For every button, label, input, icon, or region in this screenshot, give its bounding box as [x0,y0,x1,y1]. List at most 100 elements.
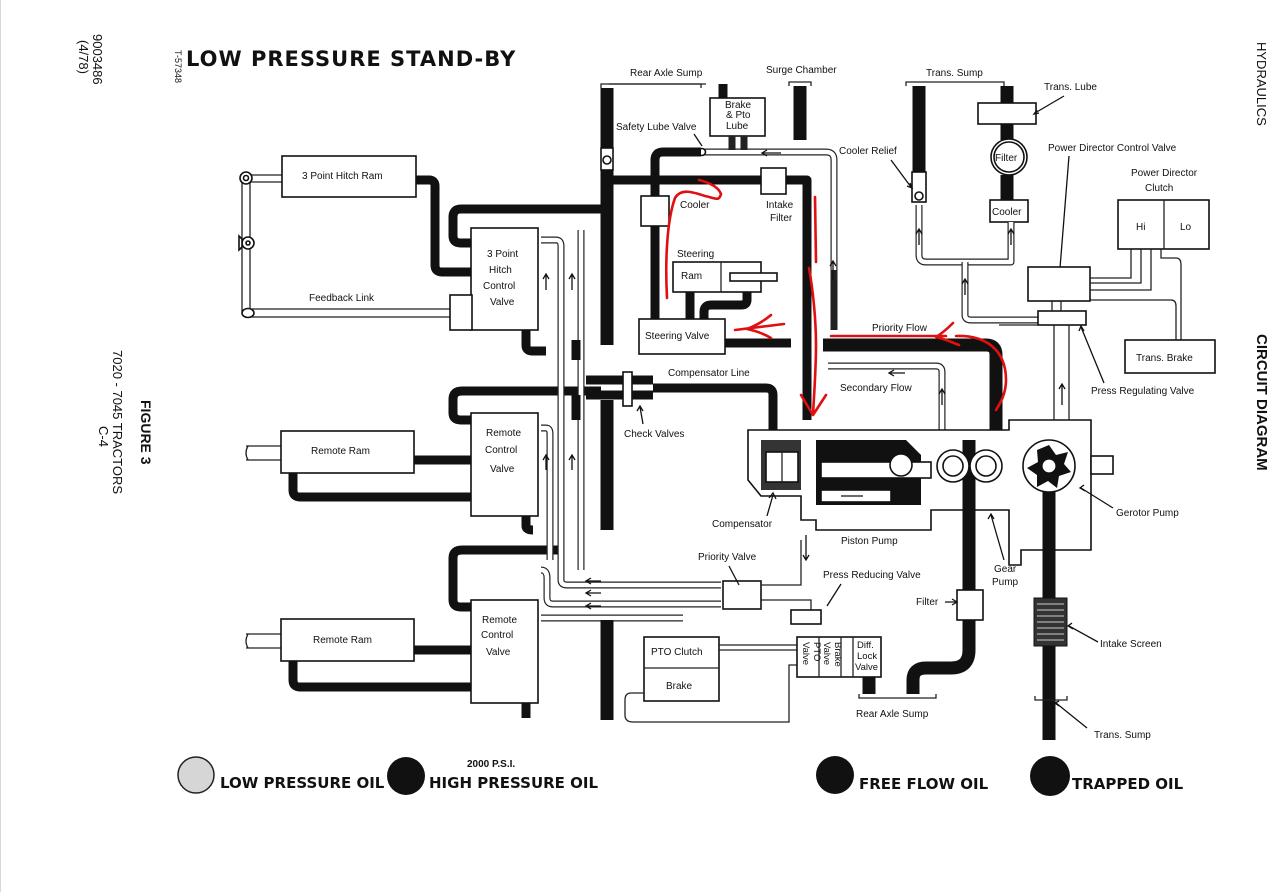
intake-filter-label-1: Intake [766,200,794,211]
remote-control-valve-2 [470,599,539,704]
legend-swatch-high-pressure [387,757,425,795]
hitch-valve-label-3: Control [483,281,515,292]
remote-ram-2 [280,618,415,662]
intake-filter-label-2: Filter [770,213,793,224]
diff-lock-label-1: Diff. [857,640,874,651]
hitch-control-valve [470,227,539,331]
cooler-label: Cooler [680,200,710,211]
page-title: CIRCUIT DIAGRAM [1253,334,1270,471]
pto-valve-label-1: PTO [811,642,822,661]
figure-models: 7020 - 7045 TRACTORS [110,350,125,494]
trans-brake [1124,339,1216,374]
piston-pump-label: Piston Pump [841,536,898,547]
trans-sump-bottom-label: Trans. Sump [1094,730,1151,741]
red-annotation-priority-flow [829,321,1008,412]
steering-ram [672,261,762,293]
check-valves-label: Check Valves [624,429,684,440]
surge-chamber-label: Surge Chamber [766,65,837,76]
legend-swatch-free-flow [816,756,854,794]
pto-clutch-label: PTO Clutch [651,647,703,658]
rear-axle-sump-top [600,83,728,98]
safety-lube-valve-label: Safety Lube Valve [616,122,697,133]
hitch-ram [281,155,417,198]
remote-control-valve-1 [470,412,539,517]
brake-pto-lube [709,97,766,137]
legend-item-trapped: TRAPPED OIL [1030,756,1184,796]
brake-label: Brake [666,681,693,692]
power-director-clutch-label-1: Power Director [1131,168,1198,179]
figure-caption: FIGURE 3 7020 - 7045 TRACTORS C-4 [96,350,154,494]
brake-pto-lube-label-2: & Pto [726,110,751,121]
pto-clutch-brake [643,636,720,702]
legend-item-high-pressure: 2000 P.S.I. HIGH PRESSURE OIL [387,757,598,795]
legend: LOW PRESSURE OIL 2000 P.S.I. HIGH PRESSU… [177,756,1184,796]
steering-valve [638,318,726,355]
trans-cooler-label: Cooler [992,207,1022,218]
hitch-valve-label-2: Hitch [489,265,512,276]
section-label: HYDRAULICS [1254,42,1269,126]
filter-lower [956,589,984,621]
filter-top-label: Filter [995,153,1018,164]
doc-number-block: 9003486 (4/78) [76,34,105,85]
remote-ram-2-rod [245,633,283,649]
figure-page: C-4 [96,426,111,447]
steering-valve-label: Steering Valve [645,331,710,342]
brake-valve-label-2: Valve [821,642,832,665]
drawing-id: T-57348 [173,50,183,83]
brake-pto-lube-label-1: Brake [725,100,752,111]
doc-date: (4/78) [76,40,91,74]
priority-valve [722,580,762,610]
legend-label-free-flow: FREE FLOW OIL [859,775,989,793]
priority-flow-label: Priority Flow [872,323,928,334]
power-director-control-valve-label: Power Director Control Valve [1048,143,1177,154]
steering-ram-label: Ram [681,271,702,282]
diff-lock-label-3: Valve [855,662,878,673]
hitch-ram-label: 3 Point Hitch Ram [302,171,383,182]
red-annotation-cooler-loop [664,178,723,300]
compensator-line-label: Compensator Line [668,368,750,379]
red-annotations [664,178,1008,417]
remote-valve-2-label-3: Valve [486,647,511,658]
press-reducing-valve-label: Press Reducing Valve [823,570,921,581]
trans-lube-label: Trans. Lube [1044,82,1097,93]
cooler-block [640,195,670,227]
red-annotation-down-arrow [799,195,828,417]
remote-ram-1-rod [245,445,283,461]
feedback-link-label: Feedback Link [309,293,375,304]
gerotor-pump-label: Gerotor Pump [1116,508,1179,519]
trans-brake-label: Trans. Brake [1136,353,1193,364]
trans-sump-top-label: Trans. Sump [926,68,983,79]
legend-note-psi: 2000 P.S.I. [467,759,515,770]
intake-filter [760,167,787,195]
diagram-title: LOW PRESSURE STAND-BY [186,47,516,71]
remote-ram-1 [280,430,415,474]
cooler-relief-label: Cooler Relief [839,146,897,157]
remote-ram-2-label: Remote Ram [313,635,372,646]
remote-valve-1-label-2: Control [485,445,517,456]
filter-lower-label: Filter [916,597,939,608]
legend-swatch-trapped [1030,756,1070,796]
diff-lock-label-2: Lock [857,651,877,662]
remote-ram-1-label: Remote Ram [311,446,370,457]
red-annotation-steering-arrow [733,313,786,340]
legend-swatch-low-pressure [177,756,215,794]
rear-axle-sump-bottom-label: Rear Axle Sump [856,709,929,720]
press-reducing-valve [790,609,822,625]
doc-number: 9003486 [90,34,105,85]
brake-valve-label-1: Brake [832,642,843,667]
brake-pto-lube-label-3: Lube [726,121,749,132]
power-director-control-valve [1027,266,1091,302]
rear-axle-sump-top-label: Rear Axle Sump [630,68,703,79]
gear-pump-label-1: Gear [994,564,1017,575]
remote-valve-2-label-2: Control [481,630,513,641]
intake-screen-label: Intake Screen [1100,639,1162,650]
clutch-lo-label: Lo [1180,222,1192,233]
trans-lube [977,102,1037,125]
hitch-valve-label-4: Valve [490,297,515,308]
hitch-linkage [238,171,451,319]
remote-valve-1-label-3: Valve [490,464,515,475]
legend-label-trapped: TRAPPED OIL [1072,775,1184,793]
secondary-flow-label: Secondary Flow [840,383,912,394]
